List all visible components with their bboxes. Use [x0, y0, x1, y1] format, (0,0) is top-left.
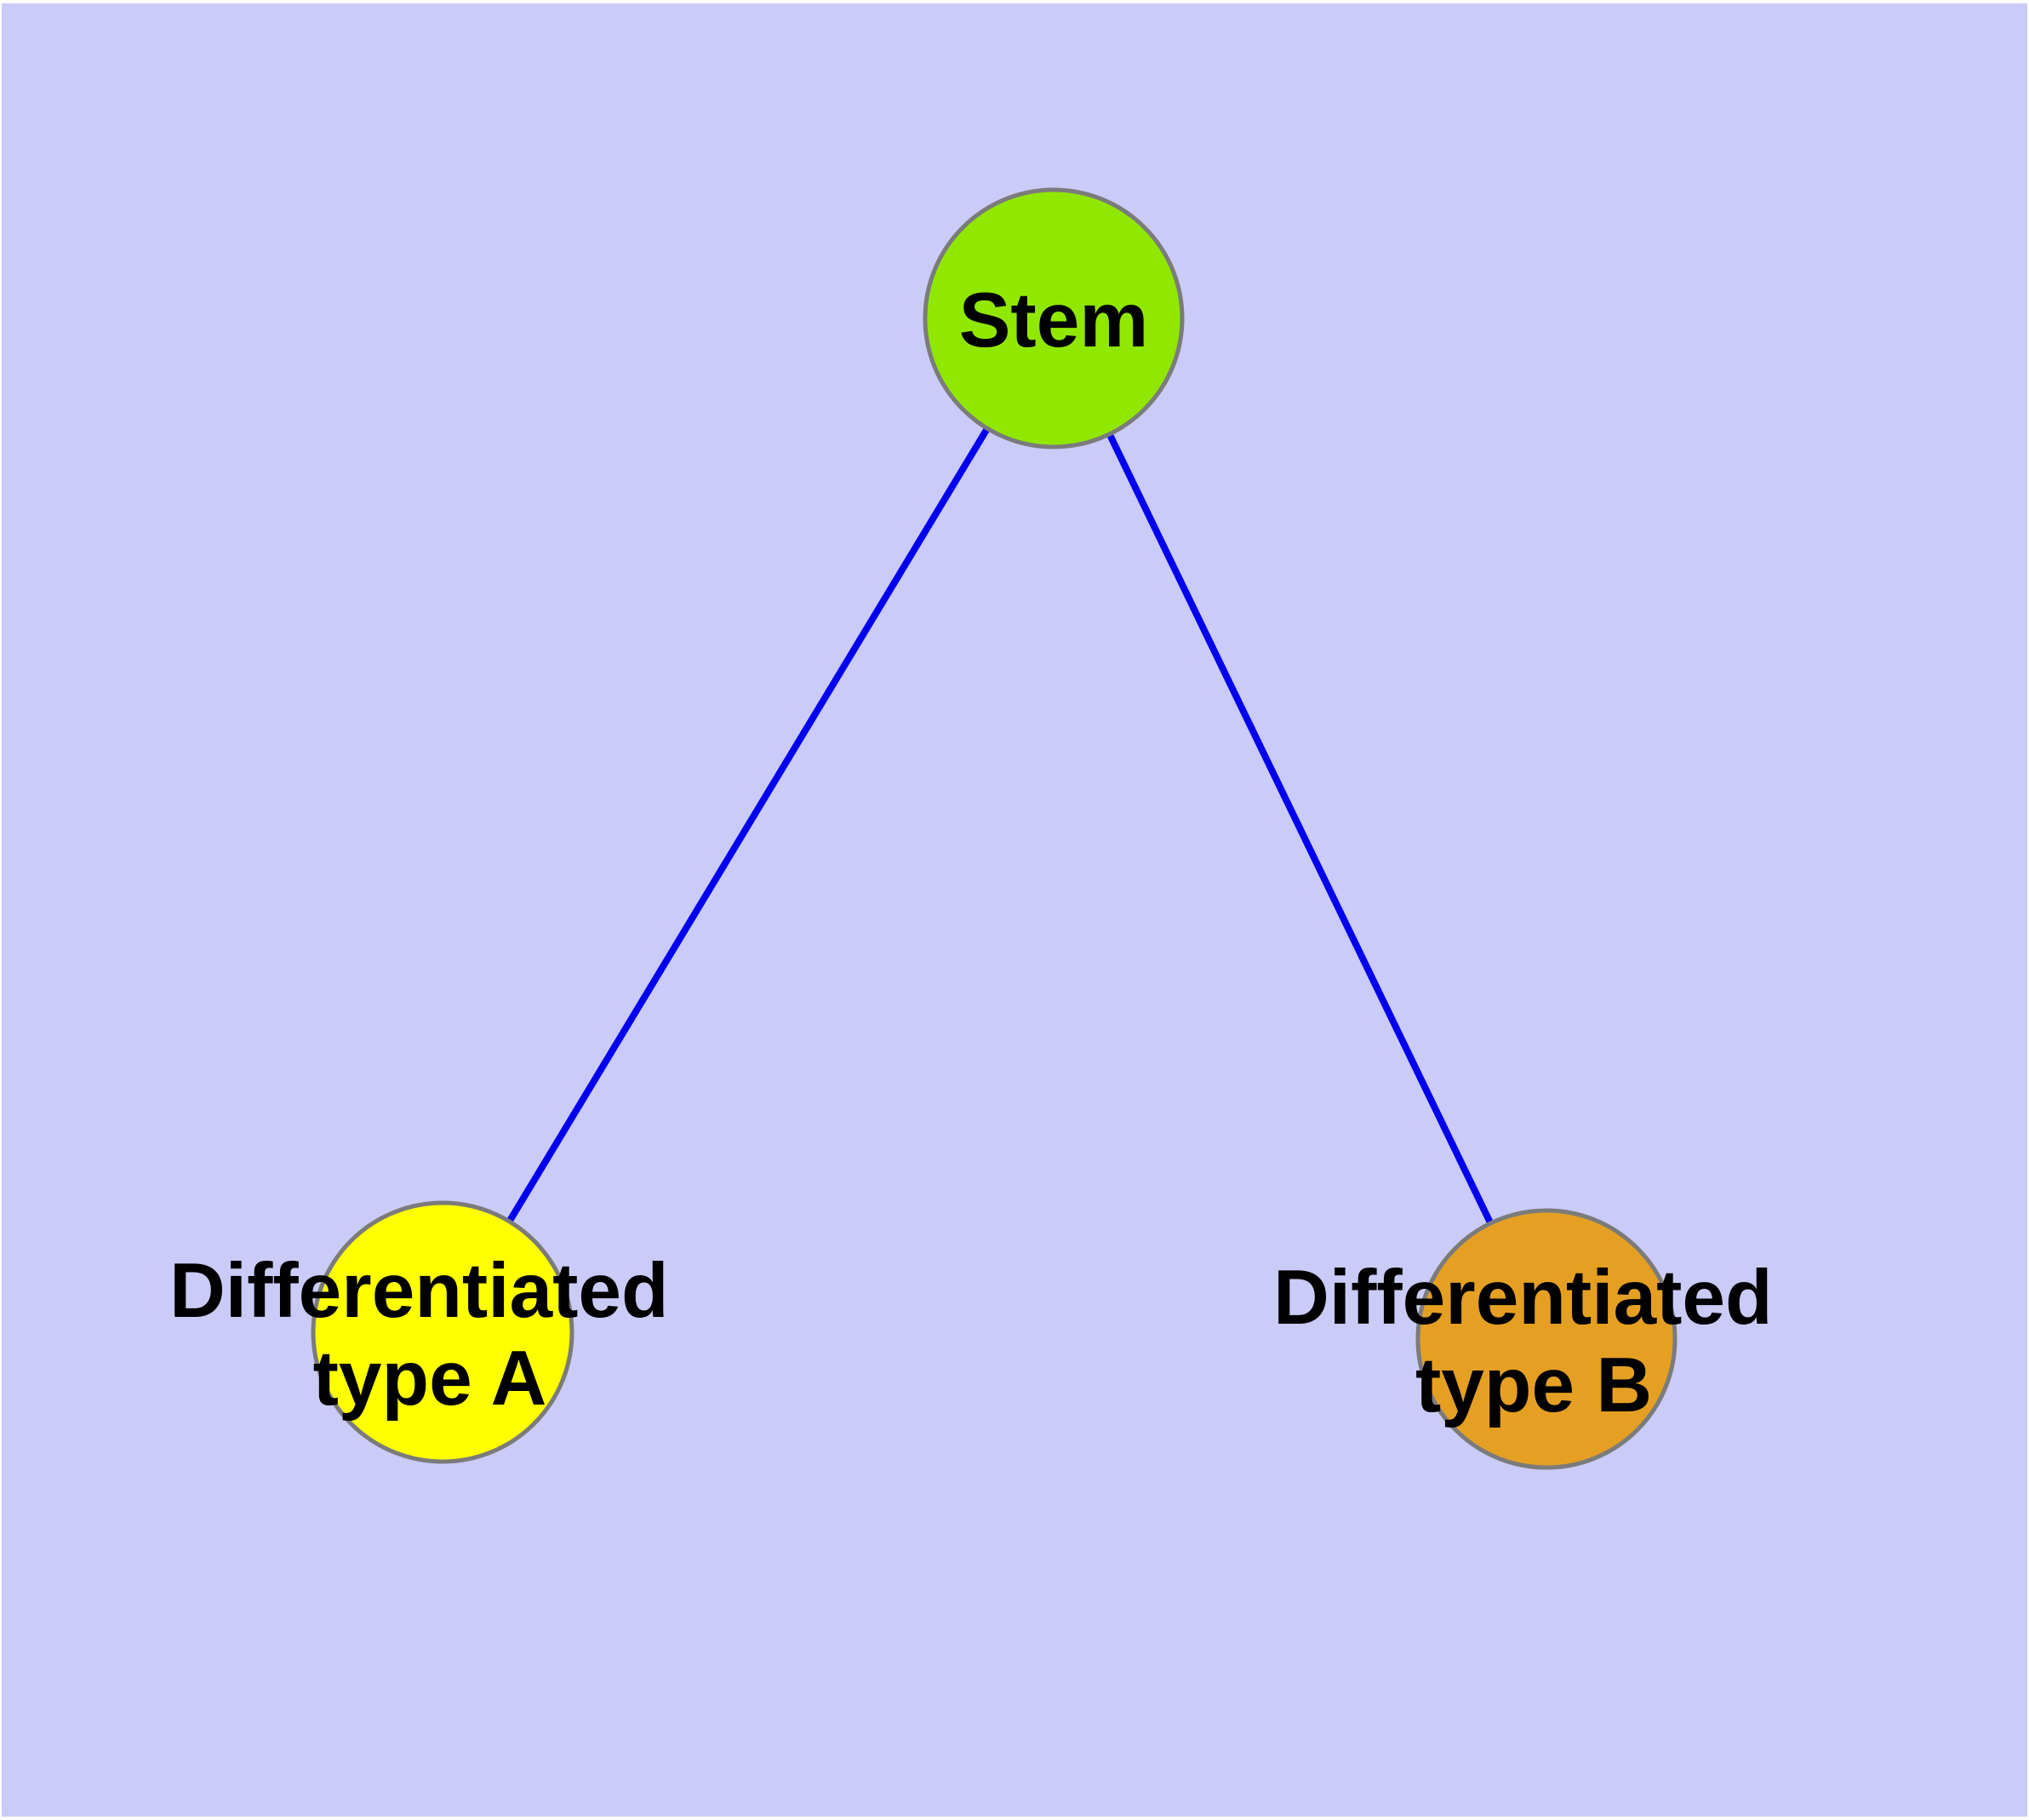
edge-stem-to-type-b [1050, 317, 1550, 1341]
type-a-node-label: Differentiated type A [169, 1248, 690, 1422]
type-b-node-circle [1415, 1208, 1677, 1470]
stem-node-label-line: Stem [959, 278, 1149, 363]
type-a-node-circle [311, 1200, 574, 1464]
type-b-node-label-line2: type B [1415, 1342, 1652, 1428]
stem-node-label: Stem [959, 278, 1149, 363]
type-b-node-label: Differentiated type B [1273, 1255, 1794, 1428]
type-b-node-label-line1: Differentiated [1273, 1255, 1773, 1341]
edge-stem-to-type-a [439, 316, 1057, 1335]
stem-node-circle [923, 187, 1185, 449]
type-a-node-label-line2: type A [313, 1336, 547, 1422]
type-a-node-label-line1: Differentiated [169, 1248, 669, 1334]
